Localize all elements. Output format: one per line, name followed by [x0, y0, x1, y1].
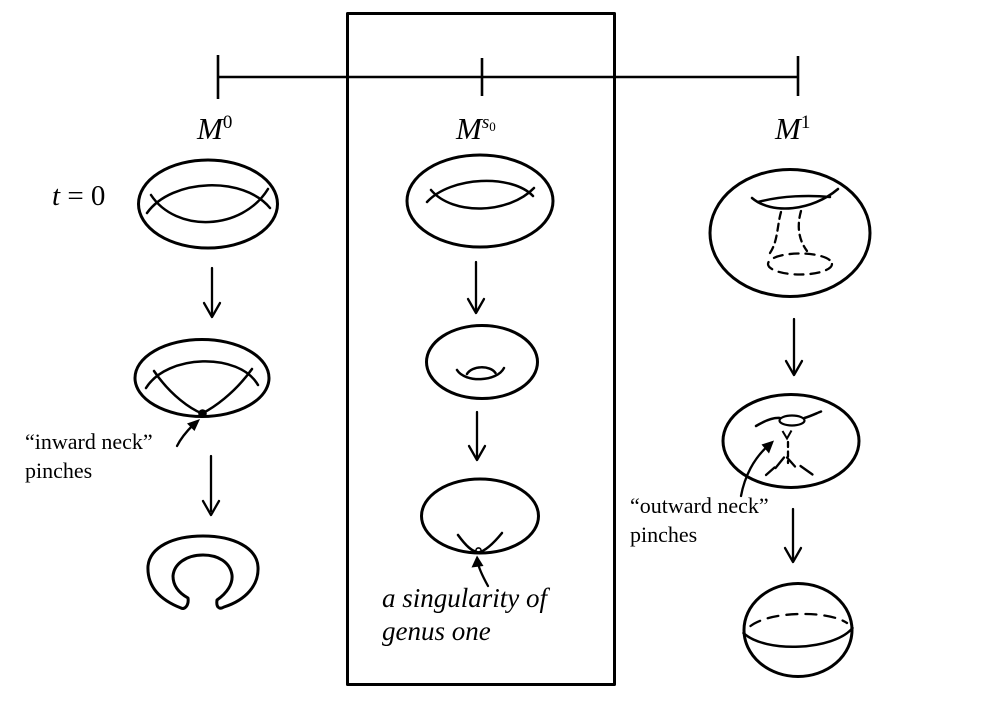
annotation-outward-neck: “outward neck” pinches [630, 491, 769, 549]
crescent-surface-m0 [146, 534, 260, 610]
column-m1-drawings [708, 168, 872, 678]
inner-neck-stem-left-dashed [768, 210, 783, 255]
pointer-curve [175, 423, 195, 448]
torus-ms0-start [405, 153, 555, 249]
pointer-head [761, 440, 774, 454]
time-value: = 0 [67, 180, 106, 212]
torus-ms0-hole-bottom [429, 186, 536, 210]
singularity-line2: genus one [382, 616, 491, 646]
shrinking-hole-top [465, 366, 497, 376]
neck-lambda-left [774, 456, 786, 470]
arrow-m0-step1 [202, 266, 222, 319]
inner-neck-stem-right-dashed [797, 209, 809, 253]
singular-point-loop [475, 547, 482, 554]
column-m0-drawings [133, 158, 279, 610]
singularity-line1: a singularity of [382, 583, 548, 613]
singularity-pointer-arrow [471, 555, 490, 588]
torus-ms0-outline [405, 153, 555, 249]
torus-m0-hole-bottom [149, 187, 270, 224]
arrow-head [201, 499, 221, 517]
pinch-point-dot [198, 409, 207, 418]
sphere-m1-final [742, 582, 854, 678]
shrinking-hole-bottom [455, 366, 506, 381]
time-label: t = 0 [52, 182, 105, 211]
sphere-equator-back-dashed [749, 612, 849, 628]
column-label-m1: M1 [775, 113, 810, 144]
inward-neck-line2: pinches [25, 458, 93, 483]
arrow-m1-step2 [783, 507, 803, 564]
neck-lens [778, 414, 806, 427]
outward-neck-line2: pinches [630, 522, 698, 547]
m0-superscript: 0 [222, 112, 233, 133]
column-label-m0: M0 [197, 113, 232, 144]
pointer-curve [739, 443, 771, 498]
arrow-head [784, 359, 804, 377]
annotation-inward-neck: “inward neck” pinches [25, 427, 153, 485]
neck-wing-left [754, 416, 782, 428]
pinched-torus-hole-top [144, 360, 260, 390]
neck-tiny-v [781, 430, 793, 441]
inner-neck-rim-lower [750, 187, 840, 210]
singular-cusp-right [477, 531, 504, 554]
ms0-base: M [456, 111, 482, 146]
m0-base: M [197, 111, 223, 146]
inner-neck-rim-upper [756, 194, 832, 204]
column-label-ms0: Ms0 [456, 113, 496, 144]
outward-neck-pointer-arrow [739, 440, 774, 498]
time-variable: t [52, 180, 61, 212]
inner-neck-bell-dashed [766, 252, 834, 276]
arrow-ms0-step1 [466, 260, 486, 315]
sphere-outline [742, 582, 854, 678]
inward-neck-pointer-arrow [175, 419, 200, 448]
pinching-blob-m1 [721, 393, 861, 489]
ms0-superscript-s: s [481, 112, 490, 133]
neck-lambda-right [785, 456, 797, 468]
arrow-head [466, 297, 486, 315]
arrow-m1-step1 [784, 317, 804, 377]
pinching-blob-outline [721, 393, 861, 489]
pointer-head [187, 419, 200, 431]
pointer-head [471, 555, 484, 568]
m1-base: M [775, 111, 801, 146]
annotation-singularity: a singularity of genus one [382, 582, 547, 648]
arrow-ms0-step2 [467, 410, 487, 462]
singular-blob-ms0 [420, 477, 540, 555]
torus-m1-outline [708, 168, 872, 298]
pinched-torus-m0 [133, 338, 271, 418]
arrow-m0-step2 [201, 454, 221, 517]
selection-box [346, 12, 616, 686]
sphere-equator-front [742, 626, 854, 648]
arrow-head [783, 546, 803, 564]
m1-superscript: 1 [800, 112, 811, 133]
column-ms0-drawings [405, 153, 555, 588]
torus-m0-outline [137, 158, 279, 250]
inward-neck-line1: “inward neck” [25, 429, 153, 454]
arrow-head [467, 444, 487, 462]
neck-wing-right [803, 410, 823, 420]
torus-m1-start [708, 168, 872, 298]
neck-flare-left [764, 466, 776, 477]
neck-flare-right [799, 464, 814, 476]
ms0-superscript-sub0: 0 [489, 119, 496, 134]
outward-neck-line1: “outward neck” [630, 493, 769, 518]
arrow-head [202, 301, 222, 319]
timeline [216, 55, 800, 99]
singular-blob-outline [420, 477, 540, 555]
torus-m0-start [137, 158, 279, 250]
shrinking-torus-outline [425, 324, 539, 400]
shrinking-torus-ms0 [425, 324, 539, 400]
